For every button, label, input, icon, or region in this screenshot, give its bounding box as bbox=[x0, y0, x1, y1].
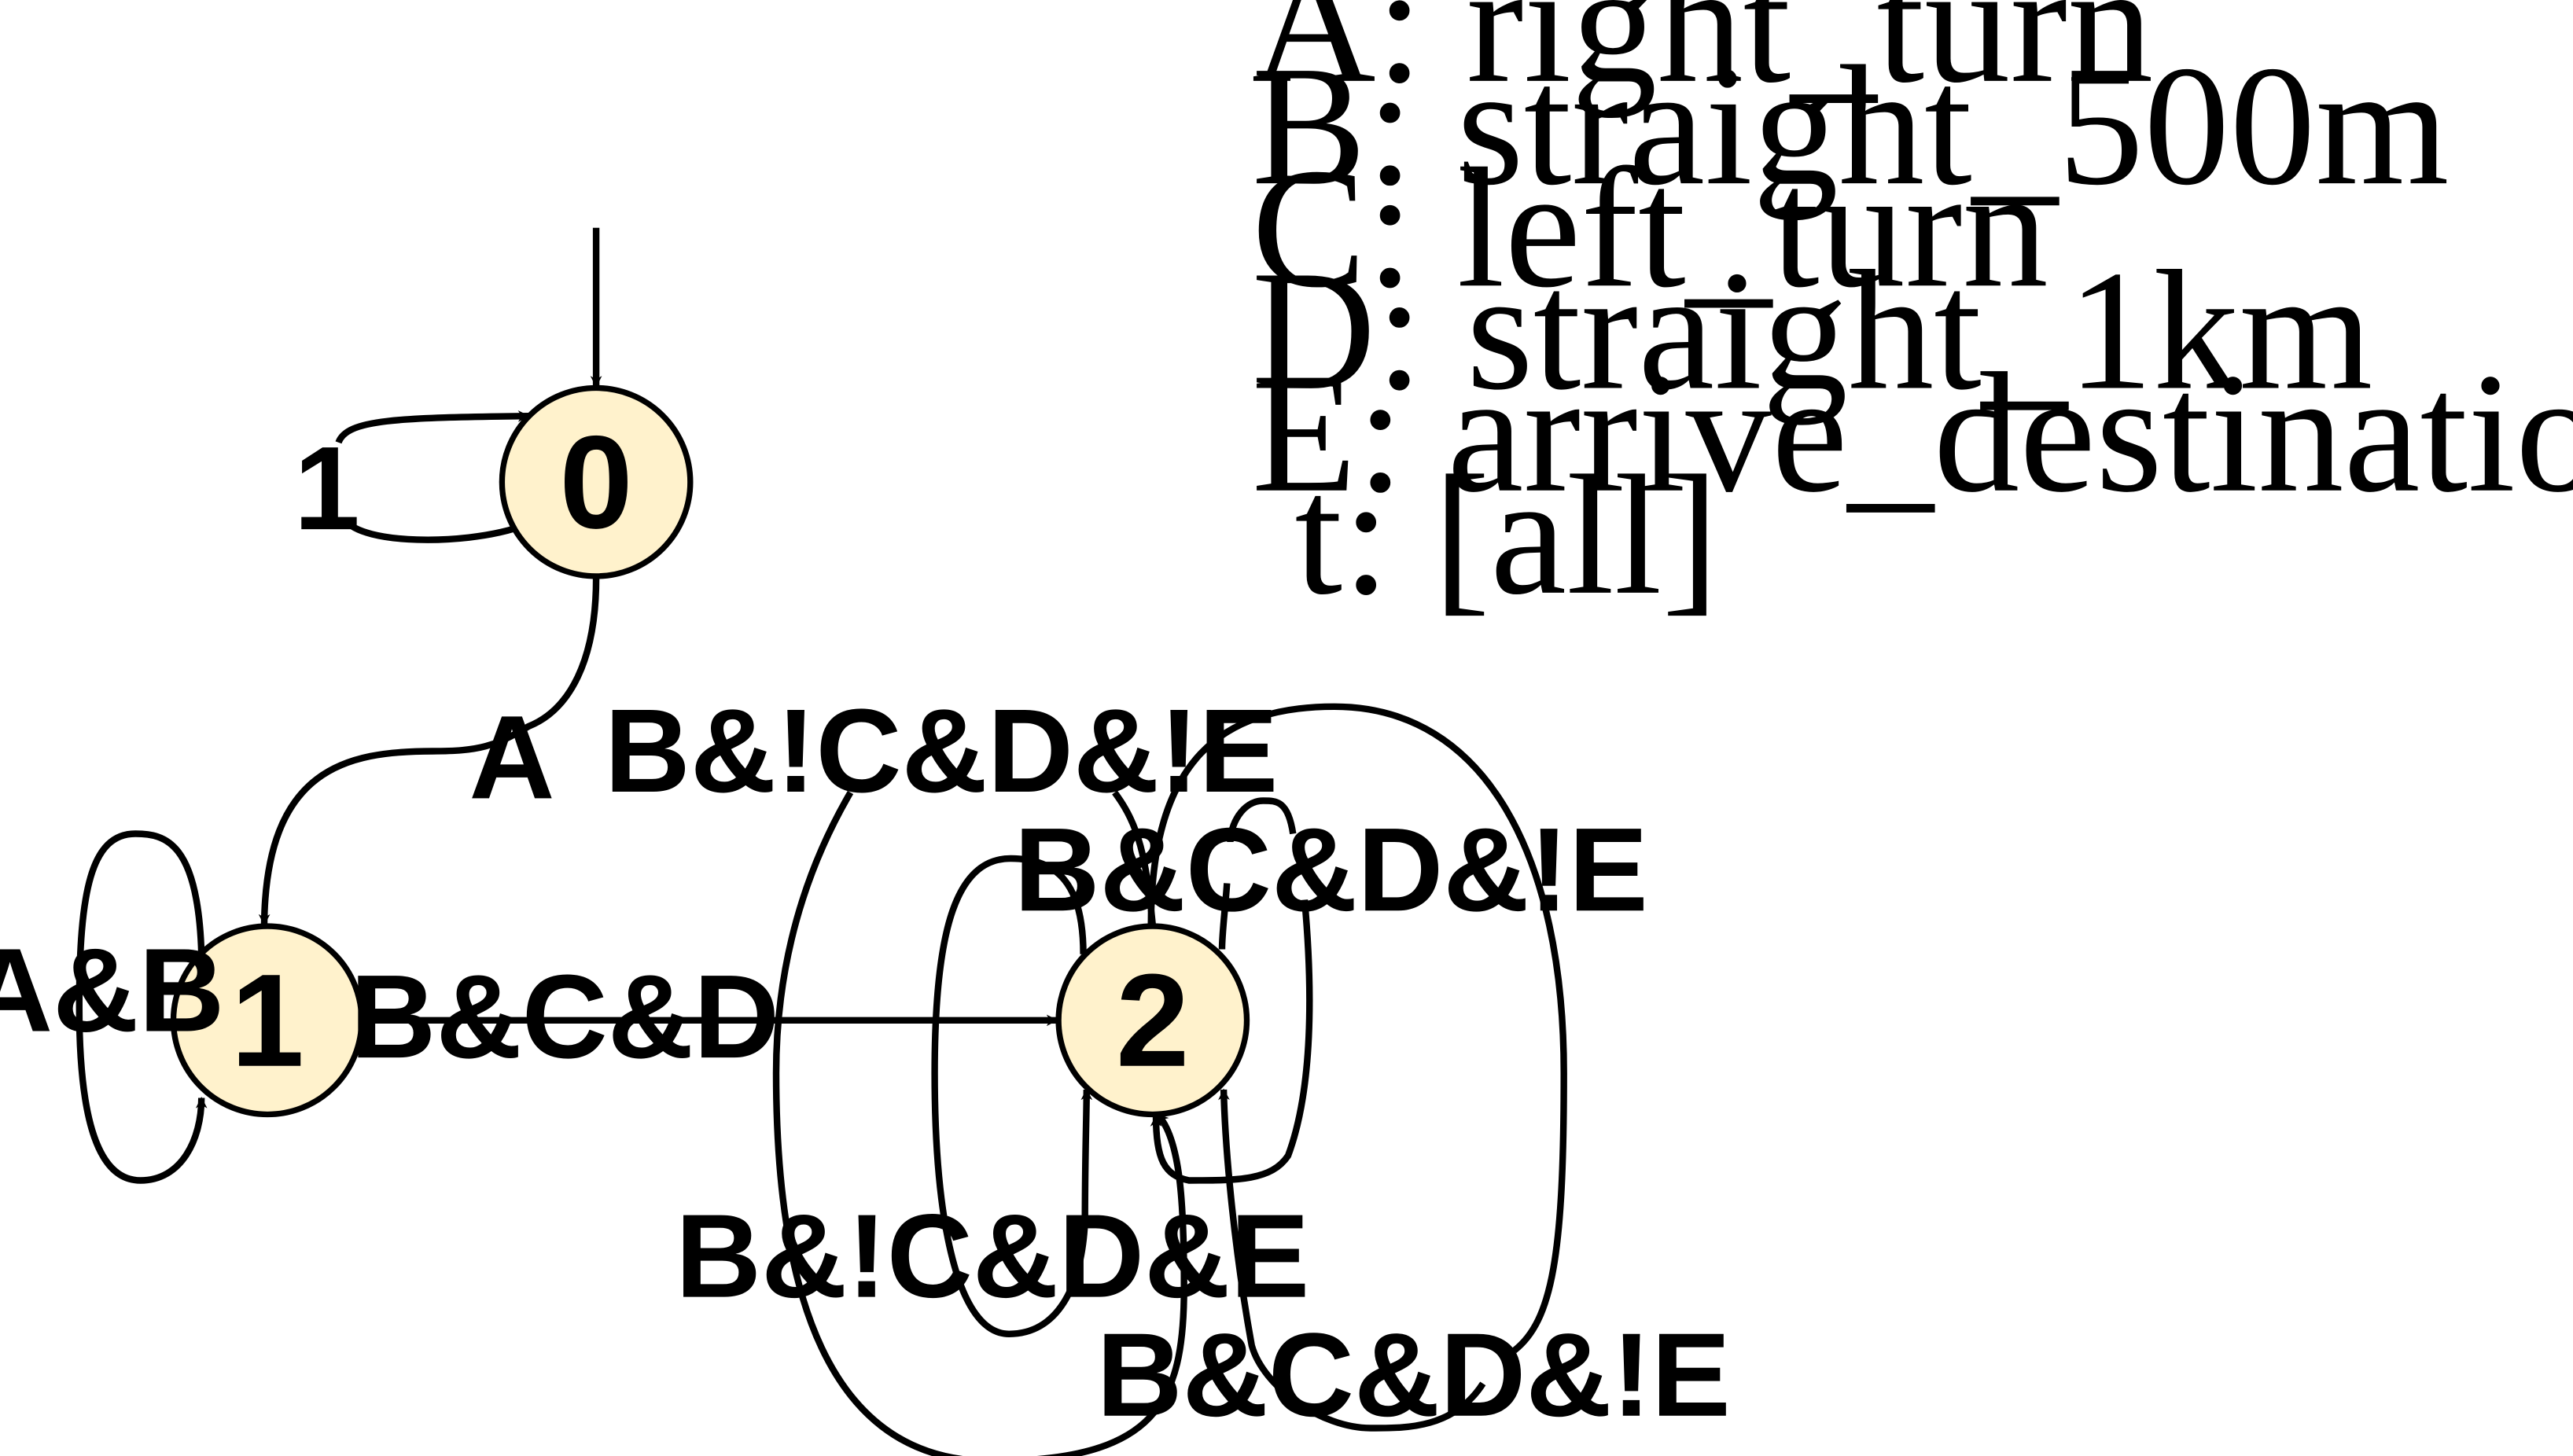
edge-2-self-loop-inner-right bbox=[1156, 797, 1313, 1184]
edge-label-1-to-2: B&C&D bbox=[350, 950, 779, 1083]
state-node-1[interactable] bbox=[170, 923, 365, 1118]
state-node-0[interactable] bbox=[499, 384, 694, 579]
legend-item-e: E: arrive_destination bbox=[1252, 338, 2573, 528]
edge-2-self-loop-outer-right bbox=[1147, 703, 1567, 1432]
edge-label-0-to-1: A bbox=[469, 691, 554, 824]
legend: A: right_turn B: straight_500m C: left_t… bbox=[1252, 0, 2573, 631]
legend-item-c: C: left_turn bbox=[1252, 133, 2048, 323]
state-node-1-label: 1 bbox=[230, 947, 304, 1094]
legend-item-t: t: [all] bbox=[1252, 440, 1719, 631]
edge-label-1-self: !A&B bbox=[0, 925, 225, 1057]
state-node-2[interactable] bbox=[1055, 923, 1250, 1118]
edge-0-self-loop bbox=[335, 416, 528, 543]
state-node-0-label: 0 bbox=[559, 408, 632, 556]
edge-label-2-self-outer-left: B&!C&D&!E bbox=[605, 685, 1279, 818]
legend-item-d: D: straight_1km bbox=[1252, 236, 2373, 426]
state-node-2-label: 2 bbox=[1116, 947, 1189, 1094]
edge-label-2-self-inner-left: B&!C&D&E bbox=[675, 1190, 1309, 1323]
edge-2-self-loop-inner-left bbox=[931, 855, 1093, 1337]
edge-1-self-loop bbox=[75, 830, 208, 1184]
legend-item-b: B: straight_500m bbox=[1252, 31, 2450, 221]
edge-label-2-self-inner-right: B&C&D&!E bbox=[1014, 803, 1647, 936]
edge-label-2-self-outer-right: B&C&D&!E bbox=[1096, 1309, 1730, 1442]
edge-label-0-self: 1 bbox=[294, 422, 360, 555]
legend-item-a: A: right_turn bbox=[1252, 0, 2153, 119]
edge-0-to-1 bbox=[258, 577, 600, 926]
